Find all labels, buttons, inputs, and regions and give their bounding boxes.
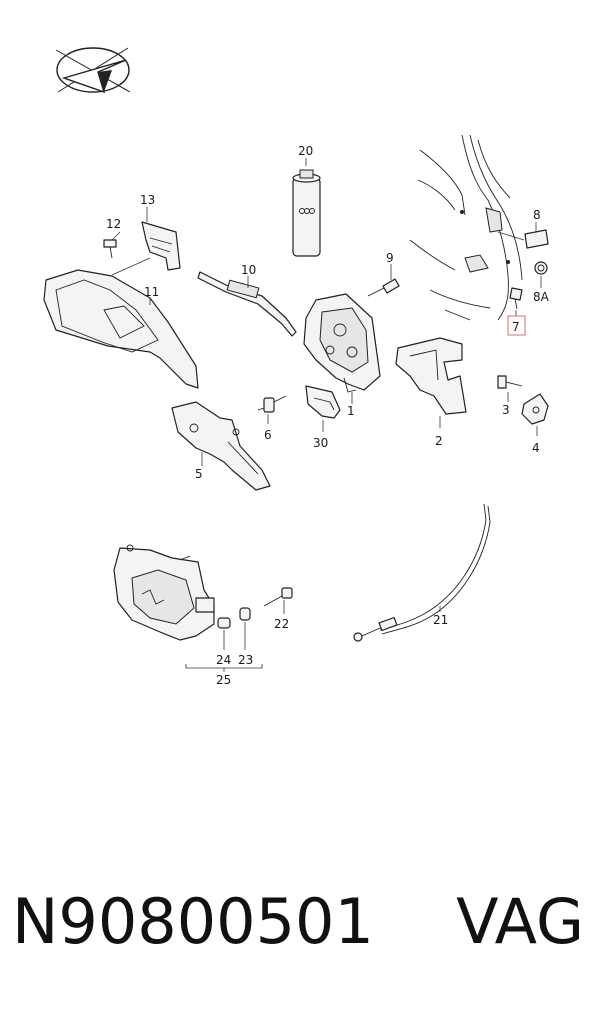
part-number: N90800501 — [12, 885, 374, 958]
part-2-lock-bracket: 2 — [395, 337, 467, 448]
part-12-screw: 12 — [103, 217, 121, 259]
part-8-cover-cap: 8 — [497, 208, 549, 249]
callout-9: 9 — [386, 251, 394, 265]
part-5-lever-bracket: 5 — [171, 401, 271, 491]
callout-11: 11 — [144, 285, 159, 299]
part-25-lock-actuator — [113, 544, 215, 641]
part-1-door-lock: 1 — [303, 293, 381, 418]
callout-20: 20 — [298, 144, 313, 158]
compass-arrow-icon — [55, 47, 131, 94]
part-22-screw: 22 — [263, 587, 293, 631]
part-4-striker: 4 — [521, 393, 549, 455]
callout-5: 5 — [195, 467, 203, 481]
part-8a-plug: 8A — [533, 261, 550, 304]
footer-caption: N90800501 VAG — [0, 885, 600, 985]
callout-8a: 8A — [533, 290, 550, 304]
part-30-sealing-pad: 30 — [305, 385, 341, 450]
callout-2: 2 — [435, 434, 443, 448]
callout-24: 24 — [216, 653, 231, 667]
part-3-screw: 3 — [497, 375, 523, 417]
callout-25-group-bracket: 25 — [185, 664, 263, 687]
brand-name: VAG — [456, 885, 584, 958]
callout-4: 4 — [532, 441, 540, 455]
part-7-bolt: 7 — [507, 287, 526, 336]
callout-1: 1 — [347, 404, 355, 418]
callout-6: 6 — [264, 428, 272, 442]
callout-8: 8 — [533, 208, 541, 222]
callout-23: 23 — [238, 653, 253, 667]
part-24-sleeve: 24 — [216, 617, 231, 667]
callout-13: 13 — [140, 193, 155, 207]
callout-7: 7 — [512, 320, 520, 334]
part-13-bracket: 13 — [140, 193, 181, 271]
part-21-cable: 21 — [353, 503, 491, 642]
door-frame — [409, 134, 523, 321]
part-6-ball-stud: 6 — [257, 395, 287, 442]
part-11-interior-handle-trim: 11 — [43, 257, 199, 389]
part-10-rod: 10 — [197, 263, 297, 337]
callout-12: 12 — [106, 217, 121, 231]
part-9-pin: 9 — [367, 251, 400, 297]
callout-30: 30 — [313, 436, 328, 450]
callout-10: 10 — [241, 263, 256, 277]
callout-3: 3 — [502, 403, 510, 417]
callout-25: 25 — [216, 673, 231, 687]
part-23-sleeve: 23 — [238, 607, 253, 667]
callout-22: 22 — [274, 617, 289, 631]
callout-21: 21 — [433, 613, 448, 627]
part-20-aerosol-can: 20 — [292, 144, 321, 257]
